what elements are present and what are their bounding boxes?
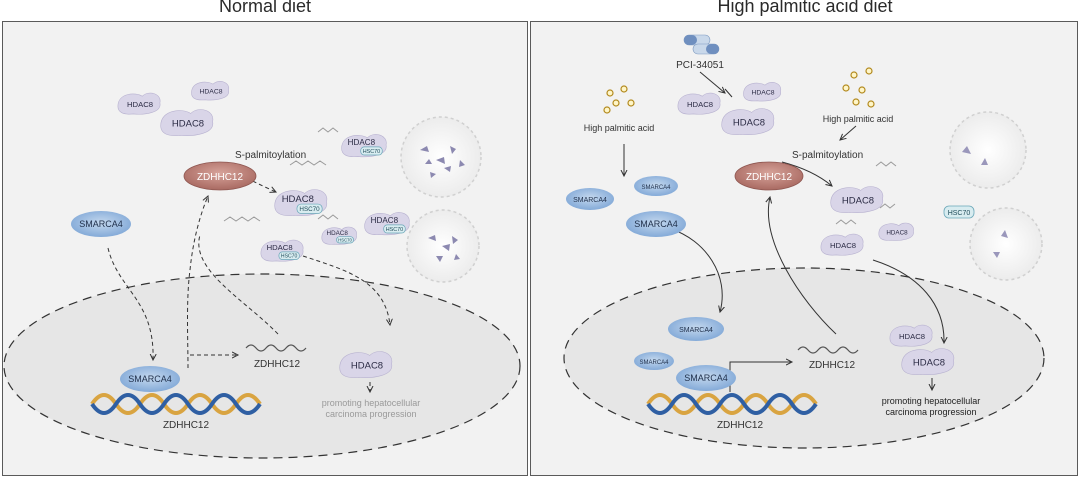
left-hdac8-shape xyxy=(191,81,229,101)
left-outcome-line2: carcinoma progression xyxy=(325,409,416,419)
left-outcome-line1: promoting hepatocellular xyxy=(322,398,421,408)
right-smarca4-label-4: SMARCA4 xyxy=(679,327,713,334)
left-hsc70-label: HSC70 xyxy=(299,206,320,213)
left-smarca4-nucleus xyxy=(120,366,180,392)
left-hsc70-shape xyxy=(336,236,354,244)
right-arrows xyxy=(624,71,944,392)
right-mrna-zdhhc12-label: ZDHHC12 xyxy=(809,360,856,371)
left-hdac8-label: HDAC8 xyxy=(172,119,204,130)
right-hdac8-shape xyxy=(721,108,775,135)
left-hsc70-label: HSC70 xyxy=(338,237,352,242)
right-palmitic-acid-dots-left xyxy=(603,85,635,114)
right-hsc70-free-label: HSC70 xyxy=(948,210,971,217)
right-hdac8-label: HDAC8 xyxy=(830,241,856,250)
right-zdhhc12-label: ZDHHC12 xyxy=(746,172,793,183)
right-gene-zdhhc12-label: ZDHHC12 xyxy=(717,420,764,431)
right-smarca4-label-2: SMARCA4 xyxy=(641,185,671,191)
right-palmitic-label-right: High palmitic acid xyxy=(823,114,894,124)
right-hdac8-label: HDAC8 xyxy=(751,90,774,97)
left-gene-zdhhc12-label: ZDHHC12 xyxy=(163,420,210,431)
right-hsc70-free xyxy=(943,205,975,219)
left-hdac8-label: HDAC8 xyxy=(327,230,349,237)
left-vesicle-top xyxy=(400,116,482,198)
left-hsc70-label: HSC70 xyxy=(363,149,380,155)
right-hdac8-shape xyxy=(878,222,914,241)
left-hdac8-label: HDAC8 xyxy=(371,216,399,225)
right-inhibition-bar xyxy=(724,88,733,98)
right-hdac8-shape xyxy=(901,348,955,375)
right-hdac8-shape xyxy=(889,324,933,347)
left-hdac8-label: HDAC8 xyxy=(282,194,314,205)
right-palmitic-acid-dots-right xyxy=(842,67,875,108)
right-hdac8-shape xyxy=(820,233,864,256)
right-outcome-line1: promoting hepatocellular xyxy=(882,396,981,406)
right-panel-title: High palmitic acid diet xyxy=(717,0,893,16)
left-hdac8-label: HDAC8 xyxy=(267,243,293,252)
right-pci34051-label: PCI-34051 xyxy=(676,60,724,71)
right-palmitoyl-chains xyxy=(835,161,897,225)
left-hdac8-label: HDAC8 xyxy=(127,100,153,109)
right-hdac8-shape xyxy=(830,186,884,213)
right-dna-helix xyxy=(646,393,818,415)
left-hdac8-group: HDAC8HDAC8HDAC8HDAC8HSC70HDAC8HSC70HDAC8… xyxy=(117,81,410,378)
left-hsc70-shape xyxy=(383,224,406,234)
left-hsc70-shape xyxy=(278,251,300,260)
right-smarca4-label-1: SMARCA4 xyxy=(573,197,607,204)
right-smarca4-small xyxy=(566,176,736,391)
right-hdac8-label: HDAC8 xyxy=(886,229,908,236)
right-vesicle-top xyxy=(949,111,1027,189)
right-palmitic-label-left: High palmitic acid xyxy=(584,123,655,133)
left-vesicle-bottom xyxy=(406,209,480,283)
left-hdac8-shape xyxy=(339,351,393,378)
left-dna-helix xyxy=(90,393,262,415)
left-zdhhc12-label: ZDHHC12 xyxy=(197,172,244,183)
left-mrna-zdhhc12-label: ZDHHC12 xyxy=(254,359,301,370)
right-hdac8-label: HDAC8 xyxy=(842,196,874,207)
left-hdac8-label: HDAC8 xyxy=(199,89,222,96)
right-hdac8-label: HDAC8 xyxy=(687,100,713,109)
right-smarca4-label-5: SMARCA4 xyxy=(639,360,669,366)
left-s-palmitoylation-label: S-palmitoylation xyxy=(235,150,306,161)
left-panel-title: Normal diet xyxy=(218,0,312,16)
right-mrna-squiggle xyxy=(797,346,859,354)
right-s-palmitoylation-label: S-palmitoylation xyxy=(792,150,863,161)
left-hdac8-shape xyxy=(160,109,214,136)
right-hdac8-label: HDAC8 xyxy=(913,358,945,369)
right-zdhhc12-protein xyxy=(734,161,804,191)
left-mrna-squiggle xyxy=(245,344,307,352)
right-smarca4-label-3: SMARCA4 xyxy=(634,219,678,229)
left-hsc70-label: HSC70 xyxy=(386,227,403,233)
right-smarca4-label-6: SMARCA4 xyxy=(684,373,728,383)
left-hdac8-label: HDAC8 xyxy=(351,361,383,372)
left-smarca4-cytoplasm xyxy=(71,211,131,237)
right-pci34051-pill-icon xyxy=(683,34,720,55)
right-hdac8-label: HDAC8 xyxy=(733,118,765,129)
left-hsc70-label: HSC70 xyxy=(281,254,298,260)
right-hdac8-shape xyxy=(743,82,781,102)
right-hdac8-shape xyxy=(677,92,721,115)
left-hsc70-shape xyxy=(360,146,383,156)
left-zdhhc12-protein xyxy=(183,161,257,191)
left-hdac8-shape xyxy=(117,92,161,115)
left-palmitoyl-chains xyxy=(223,127,339,222)
right-hdac8-label: HDAC8 xyxy=(899,332,925,341)
right-nucleus xyxy=(563,267,1045,449)
left-hsc70-shape xyxy=(296,203,323,214)
left-smarca4-label: SMARCA4 xyxy=(79,219,123,229)
right-vesicle-bottom xyxy=(969,207,1043,281)
left-smarca4-nucleus-label: SMARCA4 xyxy=(128,374,172,384)
right-outcome-line2: carcinoma progression xyxy=(885,407,976,417)
left-hdac8-label: HDAC8 xyxy=(348,138,376,147)
